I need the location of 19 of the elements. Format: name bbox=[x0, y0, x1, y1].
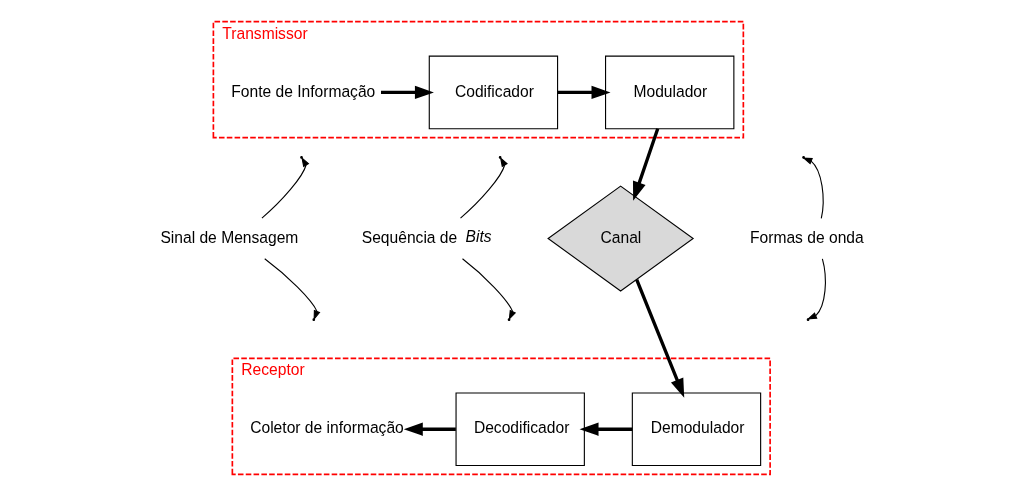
node-text: Formas de onda bbox=[750, 228, 864, 246]
arrow bbox=[802, 157, 824, 219]
node-diamond: Canal bbox=[547, 185, 695, 292]
arrow bbox=[261, 156, 310, 219]
node-box: Codificador bbox=[428, 55, 559, 130]
arrow bbox=[381, 85, 434, 100]
node-box: Modulador bbox=[605, 55, 735, 130]
node-box: Decodificador bbox=[455, 392, 585, 467]
arrow bbox=[579, 422, 633, 436]
node-text: Fonte de Informação bbox=[231, 82, 376, 100]
node-text: Sinal de Mensagem bbox=[160, 228, 299, 246]
arrow bbox=[557, 85, 611, 100]
arrow bbox=[459, 156, 508, 219]
node-box: Demodulador bbox=[631, 392, 762, 467]
arrow bbox=[635, 279, 685, 398]
arrow bbox=[403, 422, 456, 436]
arrow bbox=[632, 128, 660, 201]
node-text: Coletor de informação bbox=[250, 419, 404, 437]
node-text: Sequência de Bits bbox=[361, 228, 492, 247]
